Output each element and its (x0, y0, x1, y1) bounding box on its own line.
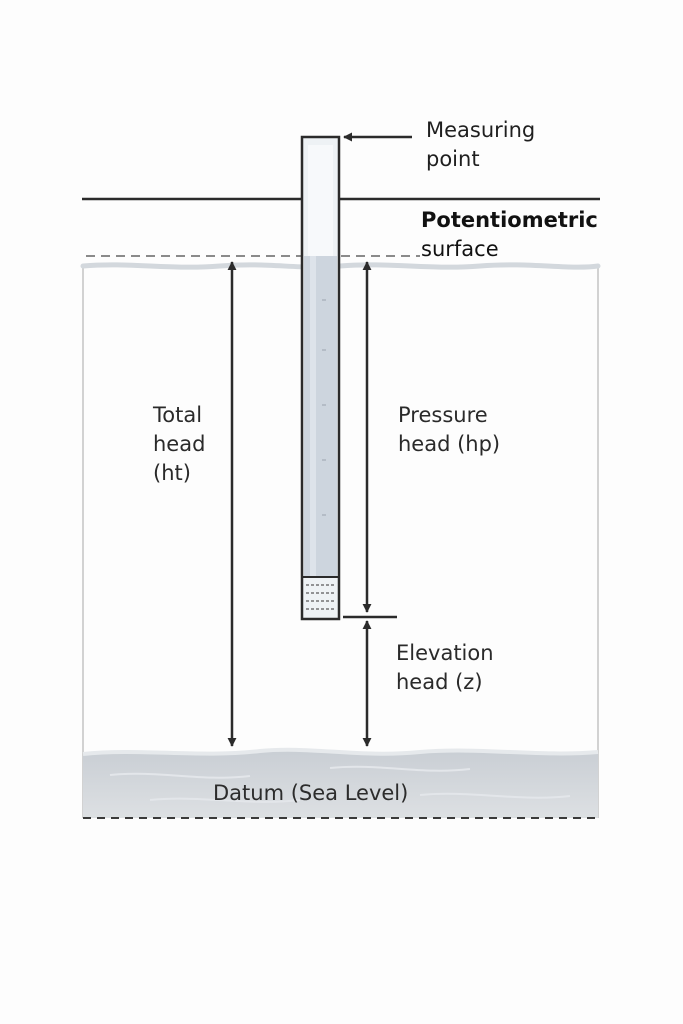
datum-band (82, 747, 599, 818)
pressure-head-label: Pressure head (hp) (398, 401, 500, 459)
potentiometric-surface-label-line2: surface (421, 237, 499, 261)
measuring-point-label-line2: point (426, 147, 480, 171)
piezometer-tube (300, 135, 341, 621)
measuring-point-label: Measuring point (426, 116, 535, 174)
datum-label-text: Datum (Sea Level) (213, 781, 409, 805)
total-head-label-line2: head (153, 432, 206, 456)
aquifer-block (82, 266, 599, 818)
tube-tick-marks (322, 299, 326, 516)
measuring-point-label-line1: Measuring (426, 118, 536, 142)
elevation-head-label: Elevation head (z) (396, 639, 494, 697)
water-surface-wave (80, 262, 601, 270)
elevation-head-label-line2: head (z) (396, 670, 483, 694)
datum-label: Datum (Sea Level) (213, 779, 408, 808)
potentiometric-surface-label: Potentiometric surface (421, 206, 598, 264)
potentiometric-surface-label-line1: Potentiometric (421, 208, 598, 232)
pressure-head-label-line2: head (hp) (398, 432, 501, 456)
total-head-label-line1: Total (153, 403, 203, 427)
elevation-head-label-line1: Elevation (396, 641, 494, 665)
pressure-head-label-line1: Pressure (398, 403, 488, 427)
total-head-label: Total head (ht) (153, 401, 205, 488)
water-column (304, 256, 337, 577)
total-head-label-line3: (ht) (153, 461, 191, 485)
